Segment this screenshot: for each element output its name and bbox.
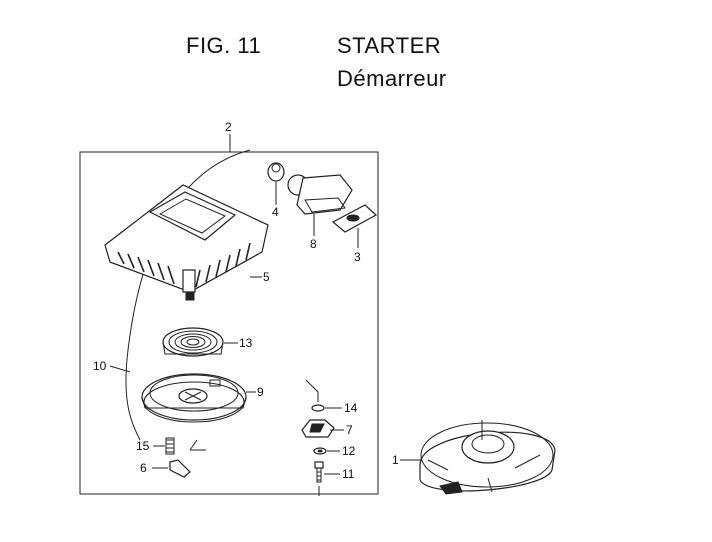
callout-10: 10	[93, 359, 107, 373]
recoil-spring	[162, 327, 224, 357]
callout-4: 4	[272, 205, 279, 219]
callout-14: 14	[344, 401, 358, 415]
callout-6: 6	[140, 461, 147, 475]
callout-1: 1	[392, 453, 399, 467]
pawl-spring	[165, 437, 175, 455]
spring-wire	[189, 439, 206, 451]
callout-7: 7	[346, 423, 353, 437]
starter-housing	[104, 184, 269, 301]
pawl	[169, 459, 191, 478]
leader-10	[109, 365, 131, 373]
rope-reel	[141, 373, 247, 423]
starter-cup	[419, 420, 556, 495]
callout-11: 11	[342, 467, 355, 481]
callout-3: 3	[354, 250, 361, 264]
handle-grip	[331, 204, 378, 233]
figure-number: FIG. 11	[186, 33, 262, 58]
figure-title-french: Démarreur	[337, 66, 447, 91]
screw	[314, 461, 324, 483]
washer-spring	[305, 379, 325, 412]
starter-handle	[287, 174, 353, 215]
starter-rope	[125, 149, 251, 441]
callout-8: 8	[310, 237, 317, 251]
bushing	[267, 162, 285, 182]
callout-5: 5	[263, 270, 270, 284]
figure-title-english: STARTER	[337, 33, 442, 58]
callout-2: 2	[225, 120, 232, 134]
callout-15: 15	[136, 439, 150, 453]
friction-plate	[301, 419, 335, 438]
callout-9: 9	[257, 385, 264, 399]
washer	[313, 447, 327, 455]
callout-12: 12	[342, 444, 356, 458]
callout-13: 13	[239, 336, 253, 350]
assembly-frame	[79, 151, 379, 495]
